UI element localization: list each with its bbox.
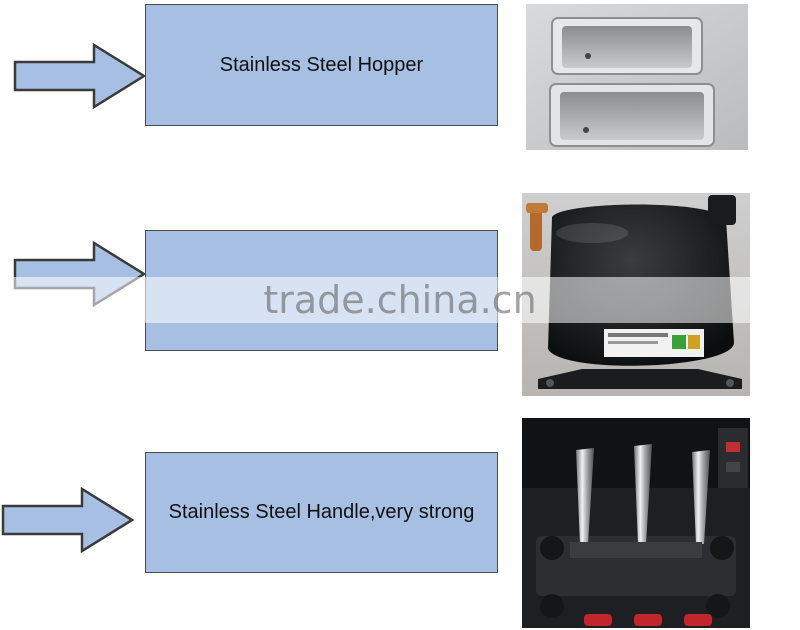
right-arrow-icon [13, 42, 147, 110]
handle-photo [522, 418, 750, 628]
feature-label: Stainless Steel Hopper [219, 53, 424, 76]
watermark-text: trade.china.cn [263, 278, 537, 322]
feature-label: Stainless Steel Handle,very strong [168, 501, 475, 523]
feature-label-box: Stainless Steel Handle,very strong [145, 452, 498, 573]
hopper-photo [526, 4, 748, 150]
feature-label-box: Stainless Steel Hopper [145, 4, 498, 126]
compressor-photo [522, 193, 750, 396]
right-arrow-icon [1, 486, 135, 554]
watermark-band: trade.china.cn [0, 277, 800, 323]
